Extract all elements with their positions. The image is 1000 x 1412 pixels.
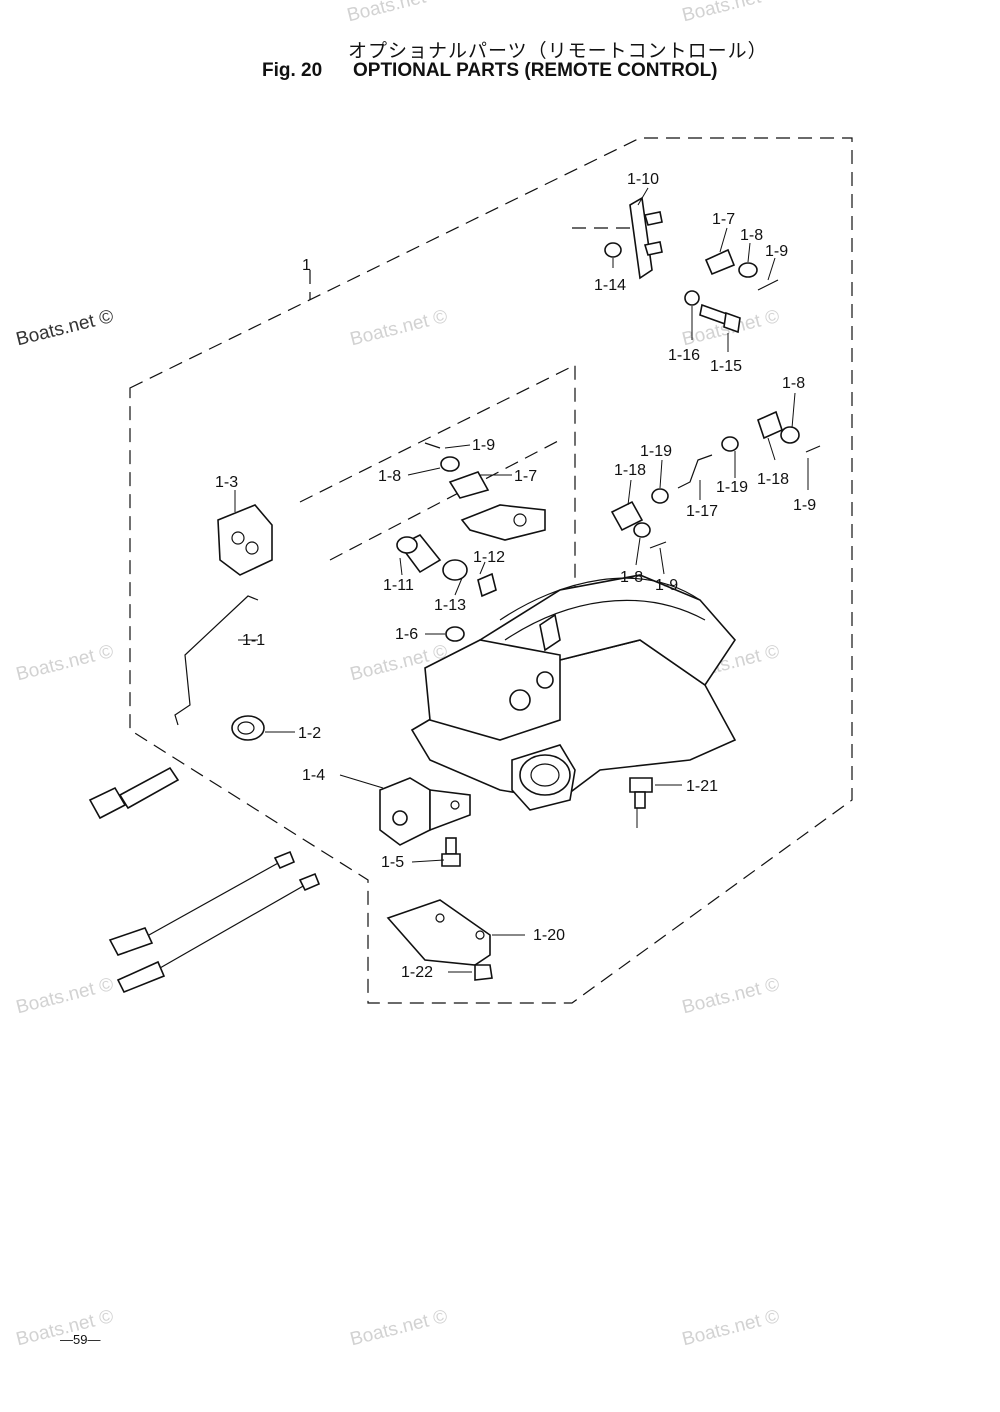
callout-1-8-upper: 1-8: [740, 227, 763, 244]
callout-1-8-right: 1-8: [782, 375, 805, 392]
remote-cables: [108, 850, 321, 994]
nut-1-19-lower: [651, 488, 669, 504]
leader-lines: [234, 187, 809, 973]
callout-1-20: 1-20: [533, 927, 565, 944]
link-joint-right: [757, 410, 821, 453]
title-japanese: オプショナルパーツ（リモートコントロール）: [348, 40, 768, 62]
lower-plate: [386, 899, 491, 966]
control-rod: [174, 595, 259, 726]
callout-1-5: 1-5: [381, 854, 404, 871]
callout-1-16: 1-16: [668, 347, 700, 364]
lever-1-12: [460, 504, 546, 541]
title-english: OPTIONAL PARTS (REMOTE CONTROL): [353, 60, 718, 81]
bolt-1-21: [629, 777, 653, 809]
cover-plate: [217, 504, 273, 576]
bolt-1-5: [441, 837, 461, 867]
link-joint-upper-right: [704, 248, 779, 291]
page-number: —59—: [60, 1332, 101, 1347]
callout-1-15: 1-15: [710, 358, 742, 375]
callout-1-12: 1-12: [473, 549, 505, 566]
callout-1-18-right: 1-18: [757, 471, 789, 488]
callout-labels: 1 1-1 1-2 1-3 1-4 1-5 1-6 1-7 1-7 1-8 1-…: [215, 171, 816, 981]
callout-1-10: 1-10: [627, 171, 659, 188]
callout-1-9-left: 1-9: [472, 437, 495, 454]
link-joint-left: [424, 442, 490, 499]
callout-1-14: 1-14: [594, 277, 626, 294]
callout-1-8-left: 1-8: [378, 468, 401, 485]
callout-1-6: 1-6: [395, 626, 418, 643]
callout-1-9-upper: 1-9: [765, 243, 788, 260]
callout-1-4: 1-4: [302, 767, 325, 784]
nut-1-19-upper: [721, 436, 739, 452]
washer-1-16: [684, 290, 700, 306]
washer-1-14: [604, 242, 622, 258]
callout-1-17: 1-17: [686, 503, 718, 520]
grommet: [231, 715, 265, 741]
nut-1-22: [474, 964, 493, 981]
link-1-10: [629, 196, 663, 280]
cable-end-upper: [88, 766, 180, 820]
link-joint-lower: [610, 500, 667, 549]
callout-1-13: 1-13: [434, 597, 466, 614]
bolt-1-15: [699, 303, 741, 334]
callout-1-22: 1-22: [401, 964, 433, 981]
callout-1-1: 1-1: [242, 632, 265, 649]
mount-bracket: [379, 777, 471, 846]
assembly-boundary: [129, 137, 853, 1004]
figure-number: Fig. 20: [262, 60, 323, 81]
callout-1-21: 1-21: [686, 778, 718, 795]
callout-1-7-left: 1-7: [514, 468, 537, 485]
callout-1-7-upper: 1-7: [712, 211, 735, 228]
callout-1-18-left: 1-18: [614, 462, 646, 479]
callout-1-19-left: 1-19: [640, 443, 672, 460]
rod-1-17: [677, 454, 713, 489]
nut-1-6: [445, 626, 465, 642]
callout-1-2: 1-2: [298, 725, 321, 742]
engine-frame: [410, 574, 737, 811]
callout-1-9-lower: 1-9: [655, 577, 678, 594]
callout-1: 1: [302, 257, 311, 274]
callout-1-9-right: 1-9: [793, 497, 816, 514]
callout-1-11: 1-11: [383, 577, 414, 594]
callout-1-19-right: 1-19: [716, 479, 748, 496]
bush-1-13: [442, 559, 497, 598]
callout-1-3: 1-3: [215, 474, 238, 491]
collar-1-11: [396, 533, 442, 574]
callout-1-8-lower: 1-8: [620, 569, 643, 586]
